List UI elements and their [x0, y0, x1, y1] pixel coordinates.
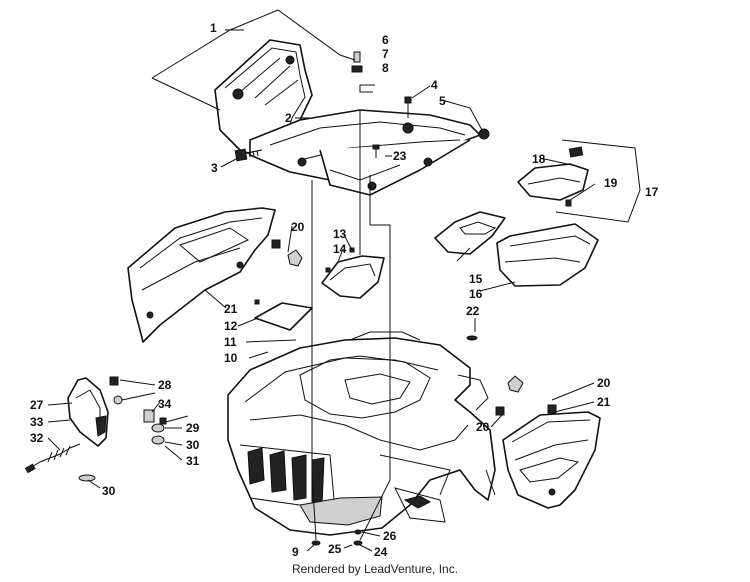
callout-21-right: 21 [597, 395, 611, 409]
callout-25: 25 [328, 542, 342, 556]
callout-29: 29 [186, 421, 200, 435]
callout-5: 5 [439, 94, 446, 108]
callout-30-right: 30 [186, 438, 200, 452]
bolt-3-icon [234, 148, 263, 162]
callout-6: 6 [382, 33, 389, 47]
callout-4: 4 [431, 78, 438, 92]
callout-30-bottom: 30 [102, 484, 116, 498]
callout-27: 27 [30, 398, 44, 412]
rivet-20-left-icon [271, 239, 303, 267]
left-fender-panel [127, 207, 276, 343]
nut-4-icon [404, 96, 412, 118]
callout-1: 1 [210, 21, 217, 35]
callout-18: 18 [532, 152, 546, 166]
callout-11: 11 [224, 335, 237, 349]
callout-20-lower: 20 [476, 420, 490, 434]
grommet-28-34-icon [109, 376, 189, 445]
callout-20-top: 20 [291, 220, 305, 234]
callout-20-right: 20 [597, 376, 611, 390]
bottom-fasteners [311, 529, 363, 546]
storage-bin [496, 223, 599, 287]
callout-33: 33 [30, 415, 44, 429]
callout-7: 7 [382, 47, 389, 61]
callout-34: 34 [158, 397, 172, 411]
washer-22-icon [466, 335, 478, 341]
callout-13: 13 [333, 227, 347, 241]
callout-10: 10 [224, 351, 238, 365]
callout-labels: 1 2 3 4 5 6 7 8 9 10 11 12 13 14 15 16 1… [30, 21, 659, 559]
callout-3: 3 [211, 161, 218, 175]
callout-32: 32 [30, 431, 44, 445]
right-fender-panel [502, 411, 601, 509]
callout-15: 15 [469, 272, 483, 286]
callout-16: 16 [469, 287, 483, 301]
callout-23: 23 [393, 149, 407, 163]
front-rack [214, 39, 490, 196]
callout-9: 9 [292, 545, 299, 559]
callout-12: 12 [224, 319, 238, 333]
callout-2: 2 [285, 111, 292, 125]
callout-19: 19 [604, 176, 618, 190]
callout-26: 26 [383, 529, 397, 543]
front-fender-body [227, 331, 496, 536]
decal-plate-12 [254, 299, 313, 331]
spring-33-icon [24, 443, 81, 474]
center-bracket [321, 247, 385, 299]
storage-lid [434, 211, 506, 255]
bolt-6-icon [351, 51, 363, 73]
rivet-20-right-icon [495, 375, 557, 416]
callout-28: 28 [158, 378, 172, 392]
leader-lines [47, 9, 641, 552]
callout-14: 14 [333, 242, 347, 256]
callout-31: 31 [186, 454, 200, 468]
washer-30-icon [78, 474, 96, 482]
rendered-by-footer: Rendered by LeadVenture, Inc. [291, 562, 459, 576]
callout-21-left: 21 [224, 302, 238, 316]
lamp-lens-27 [67, 377, 109, 447]
callout-24: 24 [374, 545, 388, 559]
storage-cover [517, 146, 589, 207]
callout-17: 17 [645, 185, 659, 199]
callout-8: 8 [382, 61, 389, 75]
bolt-23-icon [372, 144, 380, 158]
callout-22: 22 [466, 304, 480, 318]
